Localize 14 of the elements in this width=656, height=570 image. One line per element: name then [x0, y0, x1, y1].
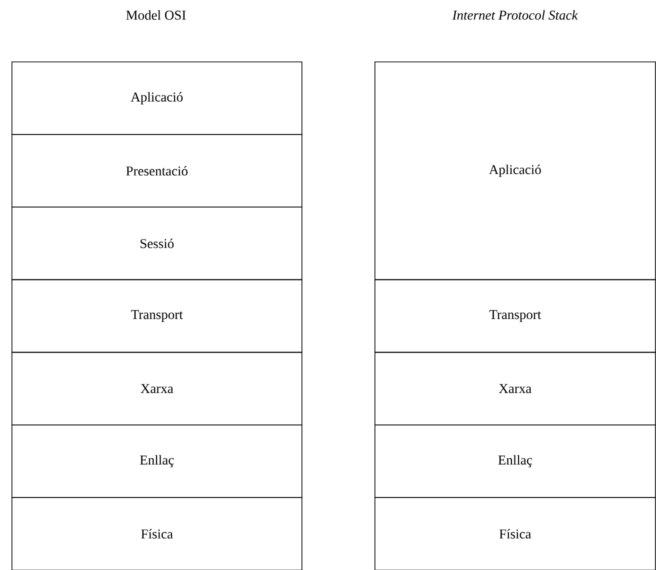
layer-box: Aplicació — [374, 62, 656, 280]
column-heading: Model OSI — [126, 10, 186, 20]
layer-box: Física — [12, 497, 302, 570]
layer-box: Xarxa — [12, 352, 302, 426]
layer-box: Transport — [12, 279, 302, 353]
layer-box: Xarxa — [374, 352, 656, 426]
layer-box: Sessió — [12, 206, 302, 280]
layer-box: Aplicació — [12, 62, 302, 135]
column-heading: Internet Protocol Stack — [452, 10, 578, 20]
layer-box: Presentació — [12, 134, 302, 208]
layer-box: Física — [374, 497, 656, 570]
layer-box: Transport — [374, 279, 656, 353]
layer-box: Enllaç — [12, 424, 302, 498]
layer-box: Enllaç — [374, 424, 656, 498]
